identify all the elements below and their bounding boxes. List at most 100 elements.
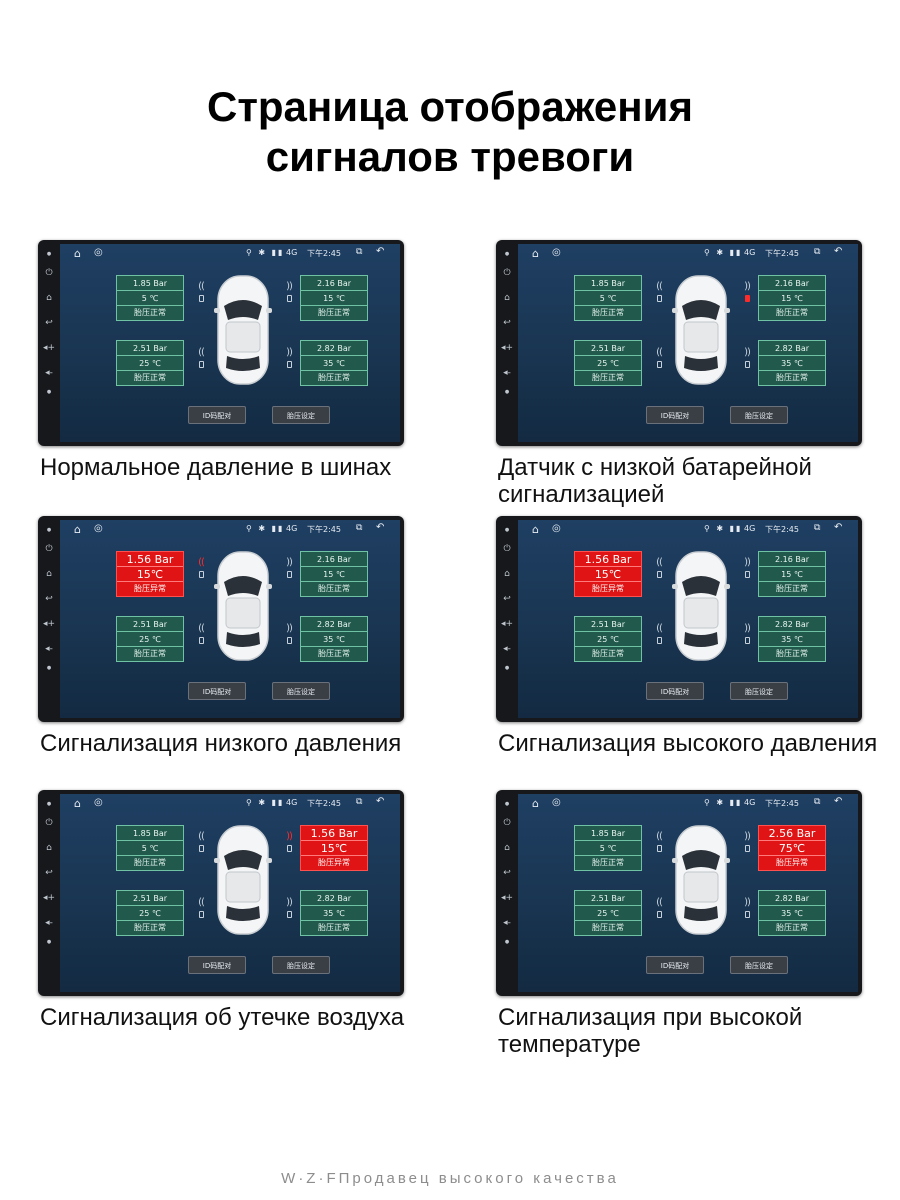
tire-rear-right[interactable]: 2.82 Bar 35 ℃ 胎压正常 <box>758 340 826 386</box>
tire-rear-right[interactable]: 2.82 Bar 35 ℃ 胎压正常 <box>300 616 368 662</box>
tire-rear-left[interactable]: 2.51 Bar 25 ℃ 胎压正常 <box>574 890 642 936</box>
tire-rear-left[interactable]: 2.51 Bar 25 ℃ 胎压正常 <box>116 616 184 662</box>
reset-icon[interactable]: ● <box>46 665 52 671</box>
home-icon[interactable]: ⌂ <box>74 523 81 536</box>
reset-icon[interactable]: ● <box>46 939 52 945</box>
tire-front-right[interactable]: 2.56 Bar 75℃ 胎压异常 <box>758 825 826 871</box>
tire-front-right[interactable]: 2.16 Bar 15 ℃ 胎压正常 <box>758 275 826 321</box>
tire-front-left[interactable]: 1.85 Bar 5 ℃ 胎压正常 <box>574 275 642 321</box>
power-icon[interactable]: ⏻ <box>503 818 511 828</box>
pressure-settings-button[interactable]: 胎压设定 <box>730 956 788 974</box>
home-icon[interactable]: ⌂ <box>74 247 81 260</box>
volume-up-icon[interactable]: ◂+ <box>500 619 514 629</box>
home-icon[interactable]: ⌂ <box>532 247 539 260</box>
back-key-icon[interactable]: ↩ <box>503 868 511 878</box>
volume-up-icon[interactable]: ◂+ <box>42 343 56 353</box>
volume-down-icon[interactable]: ◂- <box>45 368 53 378</box>
tire-rear-left[interactable]: 2.51 Bar 25 ℃ 胎压正常 <box>574 616 642 662</box>
id-match-button[interactable]: ID码配对 <box>646 956 704 974</box>
window-icon[interactable]: ⧉ <box>814 247 821 257</box>
tire-rear-right[interactable]: 2.82 Bar 35 ℃ 胎压正常 <box>300 340 368 386</box>
volume-down-icon[interactable]: ◂- <box>503 644 511 654</box>
id-match-button[interactable]: ID码配对 <box>188 406 246 424</box>
tire-rear-left[interactable]: 2.51 Bar 25 ℃ 胎压正常 <box>574 340 642 386</box>
back-key-icon[interactable]: ↩ <box>45 868 53 878</box>
tire-front-right[interactable]: 2.16 Bar 15 ℃ 胎压正常 <box>300 551 368 597</box>
home-key-icon[interactable]: ⌂ <box>46 843 52 853</box>
window-icon[interactable]: ⧉ <box>356 247 363 257</box>
volume-up-icon[interactable]: ◂+ <box>42 893 56 903</box>
tpms-icon[interactable]: ◎ <box>94 523 103 534</box>
volume-down-icon[interactable]: ◂- <box>45 644 53 654</box>
tire-rear-right[interactable]: 2.82 Bar 35 ℃ 胎压正常 <box>758 616 826 662</box>
tpms-icon[interactable]: ◎ <box>94 797 103 808</box>
power-icon[interactable]: ⏻ <box>503 268 511 278</box>
tire-front-left[interactable]: 1.56 Bar 15℃ 胎压异常 <box>574 551 642 597</box>
back-key-icon[interactable]: ↩ <box>45 318 53 328</box>
back-icon[interactable]: ↶ <box>376 522 385 533</box>
tire-front-right[interactable]: 2.16 Bar 15 ℃ 胎压正常 <box>300 275 368 321</box>
tpms-icon[interactable]: ◎ <box>94 247 103 258</box>
tire-rear-right[interactable]: 2.82 Bar 35 ℃ 胎压正常 <box>758 890 826 936</box>
tire-rear-left[interactable]: 2.51 Bar 25 ℃ 胎压正常 <box>116 890 184 936</box>
power-icon[interactable]: ⏻ <box>45 818 53 828</box>
tire-front-left[interactable]: 1.85 Bar 5 ℃ 胎压正常 <box>574 825 642 871</box>
tpms-icon[interactable]: ◎ <box>552 247 561 258</box>
tire-front-right[interactable]: 2.16 Bar 15 ℃ 胎压正常 <box>758 551 826 597</box>
back-icon[interactable]: ↶ <box>834 796 843 807</box>
home-icon[interactable]: ⌂ <box>532 523 539 536</box>
pressure-settings-button[interactable]: 胎压设定 <box>272 406 330 424</box>
home-icon[interactable]: ⌂ <box>532 797 539 810</box>
volume-up-icon[interactable]: ◂+ <box>42 619 56 629</box>
volume-down-icon[interactable]: ◂- <box>503 918 511 928</box>
volume-up-icon[interactable]: ◂+ <box>500 343 514 353</box>
back-icon[interactable]: ↶ <box>376 796 385 807</box>
tpms-icon[interactable]: ◎ <box>552 797 561 808</box>
id-match-button[interactable]: ID码配对 <box>646 406 704 424</box>
home-key-icon[interactable]: ⌂ <box>504 569 510 579</box>
power-icon[interactable]: ⏻ <box>45 544 53 554</box>
id-match-button[interactable]: ID码配对 <box>188 956 246 974</box>
back-icon[interactable]: ↶ <box>376 246 385 257</box>
reset-icon[interactable]: ● <box>46 389 52 395</box>
window-icon[interactable]: ⧉ <box>356 797 363 807</box>
back-icon[interactable]: ↶ <box>834 522 843 533</box>
home-key-icon[interactable]: ⌂ <box>46 293 52 303</box>
tire-front-left[interactable]: 1.56 Bar 15℃ 胎压异常 <box>116 551 184 597</box>
id-match-button[interactable]: ID码配对 <box>188 682 246 700</box>
volume-down-icon[interactable]: ◂- <box>45 918 53 928</box>
volume-up-icon[interactable]: ◂+ <box>500 893 514 903</box>
volume-down-icon[interactable]: ◂- <box>503 368 511 378</box>
pressure-settings-button[interactable]: 胎压设定 <box>730 406 788 424</box>
tire-temperature: 25 ℃ <box>117 632 183 647</box>
home-key-icon[interactable]: ⌂ <box>504 843 510 853</box>
reset-icon[interactable]: ● <box>504 389 510 395</box>
alarm-panel-1: ● ⏻ ⌂ ↩ ◂+ ◂- ● ⌂ ◎ ⚲ ✱ ▮▮ 4G 下午2:45 ⧉ ↶ <box>38 240 438 510</box>
window-icon[interactable]: ⧉ <box>814 797 821 807</box>
back-key-icon[interactable]: ↩ <box>503 318 511 328</box>
home-key-icon[interactable]: ⌂ <box>504 293 510 303</box>
signal-wave-icon: )) <box>286 347 293 358</box>
pressure-settings-button[interactable]: 胎压设定 <box>272 956 330 974</box>
reset-icon[interactable]: ● <box>504 665 510 671</box>
pressure-settings-button[interactable]: 胎压设定 <box>272 682 330 700</box>
power-icon[interactable]: ⏻ <box>45 268 53 278</box>
home-icon[interactable]: ⌂ <box>74 797 81 810</box>
tire-front-left[interactable]: 1.85 Bar 5 ℃ 胎压正常 <box>116 825 184 871</box>
signal-wave-icon: (( <box>198 897 205 908</box>
window-icon[interactable]: ⧉ <box>356 523 363 533</box>
power-icon[interactable]: ⏻ <box>503 544 511 554</box>
back-icon[interactable]: ↶ <box>834 246 843 257</box>
back-key-icon[interactable]: ↩ <box>503 594 511 604</box>
tire-front-right[interactable]: 1.56 Bar 15℃ 胎压异常 <box>300 825 368 871</box>
tpms-icon[interactable]: ◎ <box>552 523 561 534</box>
home-key-icon[interactable]: ⌂ <box>46 569 52 579</box>
id-match-button[interactable]: ID码配对 <box>646 682 704 700</box>
tire-rear-right[interactable]: 2.82 Bar 35 ℃ 胎压正常 <box>300 890 368 936</box>
tire-rear-left[interactable]: 2.51 Bar 25 ℃ 胎压正常 <box>116 340 184 386</box>
back-key-icon[interactable]: ↩ <box>45 594 53 604</box>
window-icon[interactable]: ⧉ <box>814 523 821 533</box>
pressure-settings-button[interactable]: 胎压设定 <box>730 682 788 700</box>
reset-icon[interactable]: ● <box>504 939 510 945</box>
tire-front-left[interactable]: 1.85 Bar 5 ℃ 胎压正常 <box>116 275 184 321</box>
